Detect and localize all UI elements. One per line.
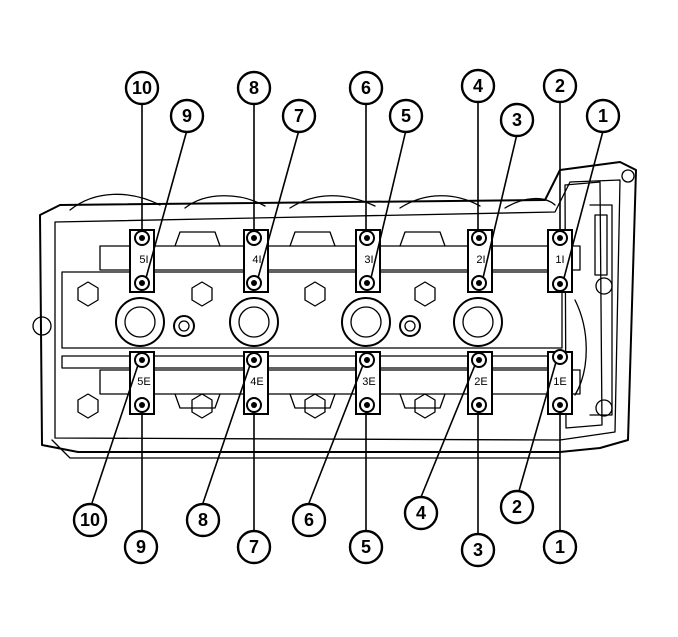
bolt [134, 352, 150, 368]
top-callouts: 10 9 8 7 6 5 4 3 2 1 [124, 68, 621, 138]
bolt [134, 230, 150, 246]
callout-top-2: 2 [542, 68, 578, 104]
cap-label-2e: 2E [474, 376, 487, 388]
cap-label-1i: 1I [555, 254, 564, 266]
bolt [246, 397, 262, 413]
cap-label-3i: 3I [364, 254, 373, 266]
callout-bottom-4: 4 [403, 495, 439, 531]
cap-label-4e: 4E [250, 376, 263, 388]
callout-top-7: 7 [281, 98, 317, 134]
cap-label-2i: 2I [476, 254, 485, 266]
bolt [552, 230, 568, 246]
svg-text:6: 6 [361, 78, 371, 98]
svg-text:5: 5 [361, 537, 371, 557]
svg-text:6: 6 [304, 510, 314, 530]
intake-camshaft [99, 231, 581, 271]
callout-bottom-5: 5 [348, 529, 384, 565]
bolt [359, 275, 375, 291]
svg-text:5: 5 [401, 106, 411, 126]
cap-label-5e: 5E [137, 376, 150, 388]
callout-bottom-1: 1 [542, 529, 578, 565]
svg-text:3: 3 [473, 540, 483, 560]
svg-text:9: 9 [136, 537, 146, 557]
exhaust-cap-labels: 5E 4E 3E 2E 1E [137, 376, 566, 388]
bolt [359, 397, 375, 413]
svg-text:10: 10 [132, 78, 152, 98]
callout-bottom-3: 3 [460, 532, 496, 568]
callout-top-5: 5 [388, 98, 424, 134]
cap-label-4i: 4I [252, 254, 261, 266]
svg-text:3: 3 [512, 110, 522, 130]
bolt [471, 230, 487, 246]
bolt [471, 397, 487, 413]
callout-top-9: 9 [169, 98, 205, 134]
svg-text:9: 9 [182, 106, 192, 126]
svg-text:8: 8 [249, 78, 259, 98]
cap-label-3e: 3E [362, 376, 375, 388]
cap-label-5i: 5I [139, 254, 148, 266]
svg-text:2: 2 [555, 76, 565, 96]
bolt [134, 275, 150, 291]
callout-top-3: 3 [499, 102, 535, 138]
bottom-callouts: 10 9 8 7 6 5 4 3 2 1 [72, 489, 578, 568]
cap-label-1e: 1E [553, 376, 566, 388]
bolt [246, 275, 262, 291]
svg-text:2: 2 [512, 497, 522, 517]
exhaust-camshaft [99, 369, 581, 409]
cap-bolts [134, 230, 568, 413]
svg-text:1: 1 [555, 537, 565, 557]
end-cover [564, 169, 635, 429]
callout-top-4: 4 [460, 68, 496, 104]
callout-bottom-6: 6 [291, 502, 327, 538]
callout-top-8: 8 [236, 70, 272, 106]
callout-bottom-7: 7 [236, 529, 272, 565]
bolt [246, 230, 262, 246]
callout-bottom-2: 2 [499, 489, 535, 525]
bolt [471, 352, 487, 368]
svg-text:4: 4 [473, 76, 483, 96]
callout-top-1: 1 [585, 98, 621, 134]
svg-text:7: 7 [294, 106, 304, 126]
bottom-leader-lines [91, 361, 561, 533]
bolt [471, 275, 487, 291]
spark-plug-wells [61, 271, 563, 419]
callout-top-6: 6 [348, 70, 384, 106]
callout-bottom-9: 9 [123, 529, 159, 565]
bolt [359, 352, 375, 368]
top-leader-lines [141, 101, 604, 279]
svg-text:7: 7 [249, 537, 259, 557]
callout-bottom-10: 10 [72, 502, 108, 538]
svg-text:8: 8 [198, 510, 208, 530]
bolt [552, 276, 568, 292]
svg-text:10: 10 [80, 510, 100, 530]
intake-cap-labels: 5I 4I 3I 2I 1I [139, 254, 564, 266]
bolt [246, 352, 262, 368]
callout-top-10: 10 [124, 70, 160, 106]
bolt [552, 349, 568, 365]
bolt [134, 397, 150, 413]
callout-bottom-8: 8 [185, 502, 221, 538]
bolt [552, 397, 568, 413]
bolt [359, 230, 375, 246]
svg-text:1: 1 [598, 106, 608, 126]
svg-text:4: 4 [416, 503, 426, 523]
cylinder-head-casting [32, 161, 637, 459]
